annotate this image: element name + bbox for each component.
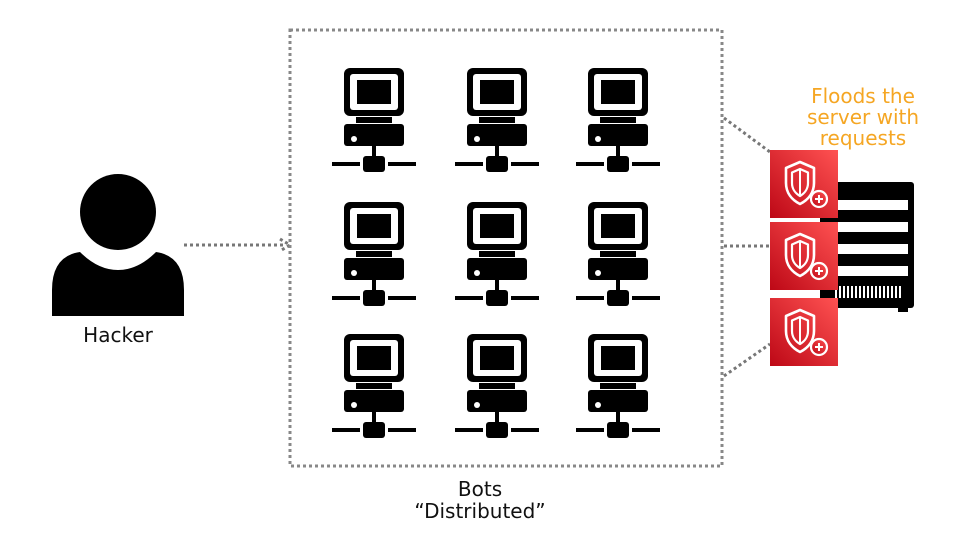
bot-computer-icon	[332, 68, 416, 172]
server-rack-icon	[820, 182, 914, 312]
bot-computer-icon	[576, 202, 660, 306]
bot-computer-icon	[455, 202, 539, 306]
bot-computer-icon	[332, 334, 416, 438]
bot-computer-icon	[455, 334, 539, 438]
aws-shield-icon	[768, 220, 840, 292]
bot-computer-icon	[576, 334, 660, 438]
flood-line1: Floods the	[811, 84, 915, 108]
aws-shield-icon	[768, 148, 840, 220]
hacker-label: Hacker	[83, 323, 153, 347]
hacker-user-icon	[52, 174, 184, 316]
bot-computer-icon	[455, 68, 539, 172]
bots-container	[288, 28, 724, 468]
aws-shield-icon	[768, 296, 840, 368]
bots-label: Bots “Distributed”	[380, 478, 580, 522]
bots-label-line1: Bots	[457, 477, 503, 501]
hacker-to-bots-arrow	[184, 237, 293, 253]
flood-line2: server with	[806, 105, 920, 129]
bots-to-server-lines	[723, 116, 771, 378]
flood-line3: requests	[819, 126, 907, 150]
bot-computer-icon	[576, 68, 660, 172]
flood-annotation: Floods the server with requests	[790, 86, 936, 149]
bot-computer-icon	[332, 202, 416, 306]
bots-label-line2: “Distributed”	[414, 499, 546, 523]
